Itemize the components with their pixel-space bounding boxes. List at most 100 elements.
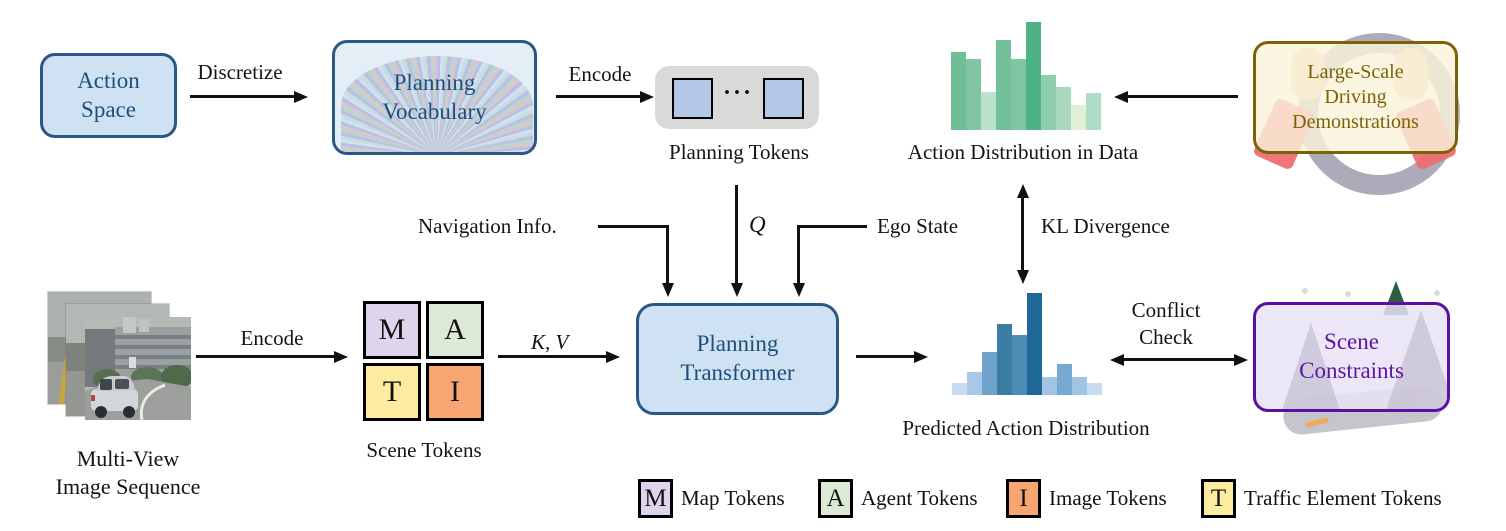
camera-image-front	[85, 317, 191, 420]
planning-transformer-label-line1: Planning	[696, 331, 779, 357]
bar	[981, 92, 996, 130]
bar	[1072, 376, 1087, 395]
bar	[997, 323, 1012, 395]
kl-divergence-label: KL Divergence	[1041, 214, 1170, 238]
q-arrow-line	[735, 185, 738, 283]
bar	[1011, 58, 1026, 130]
navigation-elbow-horizontal	[598, 225, 669, 228]
encode-top-label: Encode	[568, 62, 632, 86]
legend-agent-token-label: Agent Tokens	[861, 486, 978, 510]
multiview-label-line1: Multi-View	[76, 446, 180, 471]
image-token-square: I	[426, 363, 484, 421]
bar	[1041, 74, 1056, 130]
legend-image-token-square: I	[1006, 479, 1041, 518]
bar	[951, 52, 966, 130]
demonstrations-arrowhead	[1114, 90, 1128, 103]
predicted-distribution-chart	[952, 293, 1102, 395]
bar	[1027, 293, 1042, 395]
conflict-arrowhead-right	[1234, 353, 1248, 366]
action-space-label-line1: Action	[77, 67, 140, 93]
action-space-label-line2: Space	[81, 96, 136, 122]
bar	[1012, 334, 1027, 395]
ego-elbow-vertical	[797, 225, 800, 283]
encode-bottom-arrowhead	[334, 350, 348, 363]
conflict-check-label-line2: Check	[1139, 325, 1193, 349]
agent-token-square: A	[426, 301, 484, 359]
kl-arrow-line	[1021, 196, 1024, 272]
bar	[1026, 22, 1041, 130]
transformer-output-arrowhead	[914, 350, 928, 363]
scene-tokens-label: Scene Tokens	[366, 438, 482, 462]
map-token-letter: M	[378, 313, 406, 346]
legend-agent-token-letter: A	[826, 484, 845, 512]
q-label: Q	[749, 212, 766, 237]
legend-traffic-token-letter: T	[1210, 484, 1227, 512]
navigation-arrowhead	[661, 283, 674, 297]
legend-traffic-token-square: T	[1201, 479, 1236, 518]
car-illustration	[91, 376, 138, 418]
bar	[1087, 382, 1102, 395]
image-token-letter: I	[450, 375, 460, 408]
kl-arrowhead-down	[1016, 270, 1029, 284]
traffic-token-square: T	[363, 363, 421, 421]
encode-bottom-label: Encode	[240, 326, 304, 350]
action-distribution-chart	[951, 22, 1101, 130]
legend-map-token-square: M	[638, 479, 673, 518]
encode-bottom-arrow-line	[196, 355, 334, 358]
large-scale-demonstrations-box: Large-Scale Driving Demonstrations	[1253, 41, 1458, 154]
encode-top-arrow-line	[556, 95, 640, 98]
bar	[966, 58, 981, 130]
bar	[1056, 86, 1071, 130]
encode-top-arrowhead	[640, 90, 654, 103]
transformer-output-arrow-line	[856, 355, 914, 358]
bar	[1057, 364, 1072, 395]
planning-transformer-label-line2: Transformer	[680, 360, 795, 385]
navigation-elbow-vertical	[666, 225, 669, 283]
bar	[967, 371, 982, 395]
ellipsis-dots: ···	[722, 80, 753, 106]
scene-constraints-box: Scene Constraints	[1253, 302, 1450, 412]
action-space-box: Action Space	[40, 53, 177, 138]
conflict-check-label-line1: Conflict	[1131, 298, 1201, 322]
discretize-arrowhead	[294, 90, 308, 103]
bar	[1086, 93, 1101, 130]
planning-vocabulary-box: Planning Vocabulary	[332, 40, 537, 155]
bar	[996, 40, 1011, 130]
large-scale-label-line2: Driving	[1324, 86, 1387, 108]
bar	[1042, 376, 1057, 395]
kv-arrow-line	[498, 355, 606, 358]
legend-map-token-letter: M	[644, 484, 667, 512]
discretize-label: Discretize	[197, 60, 283, 84]
conflict-arrowhead-left	[1110, 353, 1124, 366]
planning-tokens-label: Planning Tokens	[669, 140, 809, 164]
predicted-distribution-label: Predicted Action Distribution	[902, 416, 1150, 440]
q-arrowhead	[730, 283, 743, 297]
scene-constraints-label-line2: Constraints	[1299, 358, 1404, 383]
conflict-arrow-line	[1122, 358, 1234, 361]
traffic-token-letter: T	[382, 375, 402, 408]
demonstrations-arrow-line	[1128, 95, 1238, 98]
discretize-arrow-line	[190, 95, 294, 98]
kl-arrowhead-up	[1016, 184, 1029, 198]
snow-dot	[1302, 288, 1308, 294]
legend-agent-token-square: A	[818, 479, 853, 518]
planning-transformer-box: Planning Transformer	[636, 303, 839, 415]
agent-token-letter: A	[444, 313, 466, 346]
legend-traffic-token-label: Traffic Element Tokens	[1244, 486, 1442, 510]
ego-state-label: Ego State	[877, 214, 959, 238]
legend-map-token-label: Map Tokens	[681, 486, 785, 510]
kv-arrowhead	[606, 350, 620, 363]
legend-image-token-letter: I	[1019, 484, 1028, 512]
scene-constraints-label-line1: Scene	[1324, 329, 1379, 355]
kv-label: K, V	[531, 330, 569, 354]
large-scale-label-line1: Large-Scale	[1307, 61, 1404, 83]
legend-image-token-label: Image Tokens	[1049, 486, 1167, 510]
action-distribution-label: Action Distribution in Data	[907, 140, 1139, 164]
snow-dot	[1434, 290, 1440, 296]
planning-token-square	[763, 78, 804, 119]
navigation-info-label: Navigation Info.	[418, 214, 557, 238]
planning-vocabulary-label-line2: Vocabulary	[382, 98, 487, 124]
map-token-square: M	[363, 301, 421, 359]
multiview-label-line2: Image Sequence	[55, 474, 201, 499]
ego-elbow-horizontal	[797, 225, 867, 228]
